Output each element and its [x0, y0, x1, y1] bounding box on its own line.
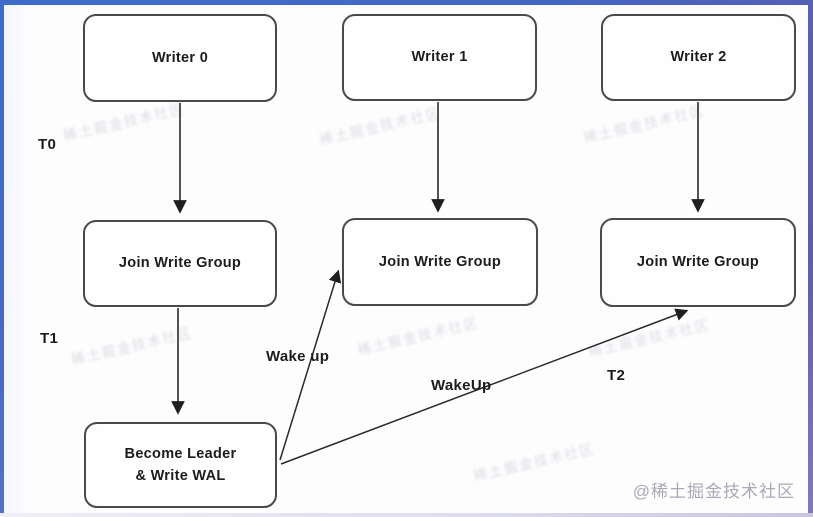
edge-leader-wakeup-join1: [279, 269, 342, 461]
time-label-t0: T0: [38, 136, 57, 153]
node-join-write-group-2: Join Write Group: [600, 218, 796, 307]
node-become-leader-write-wal: Become Leader & Write WAL: [84, 422, 277, 508]
time-label-t1: T1: [40, 330, 59, 347]
edge-leader-wakeup-join2: [280, 308, 689, 465]
frame-border-bottom: [0, 513, 813, 517]
juejin-watermark: @稀土掘金技术社区: [632, 482, 795, 501]
frame-border-right: [808, 0, 813, 517]
node-join-write-group-0: Join Write Group: [83, 220, 277, 307]
frame-border-left: [0, 0, 4, 517]
time-label-t2: T2: [607, 367, 626, 384]
node-join-write-group-1: Join Write Group: [342, 218, 538, 306]
edge-label-wakeup: WakeUp: [431, 377, 492, 394]
node-writer-2: Writer 2: [601, 14, 796, 101]
node-writer-0: Writer 0: [83, 14, 277, 102]
edge-label-wake-up: Wake up: [266, 348, 330, 365]
node-writer-1: Writer 1: [342, 14, 537, 101]
frame-border-top: [0, 0, 813, 5]
